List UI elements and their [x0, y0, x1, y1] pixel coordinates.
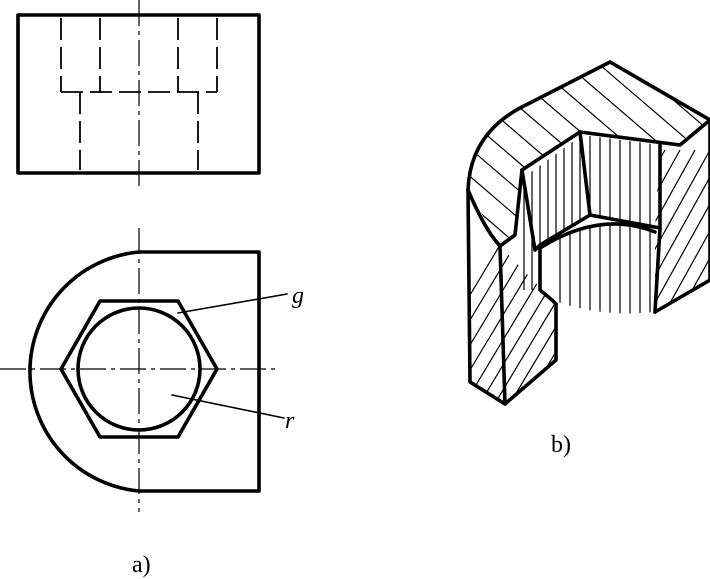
label-g: g: [292, 283, 304, 309]
front-view: [16, 0, 261, 190]
leader-line-r: [171, 394, 285, 419]
hex-socket-edges: [520, 130, 662, 314]
hatch-inner-wall: [523, 135, 651, 290]
section-cut-edges: [466, 118, 710, 406]
caption-a: a): [132, 552, 151, 578]
label-r: r: [285, 408, 295, 434]
plan-view-outline: [28, 250, 261, 493]
bore-edge: [538, 222, 657, 306]
plan-view: g r: [0, 228, 304, 512]
section-view: [466, 60, 710, 406]
caption-b: b): [551, 432, 571, 458]
leader-line-g: [177, 293, 288, 314]
